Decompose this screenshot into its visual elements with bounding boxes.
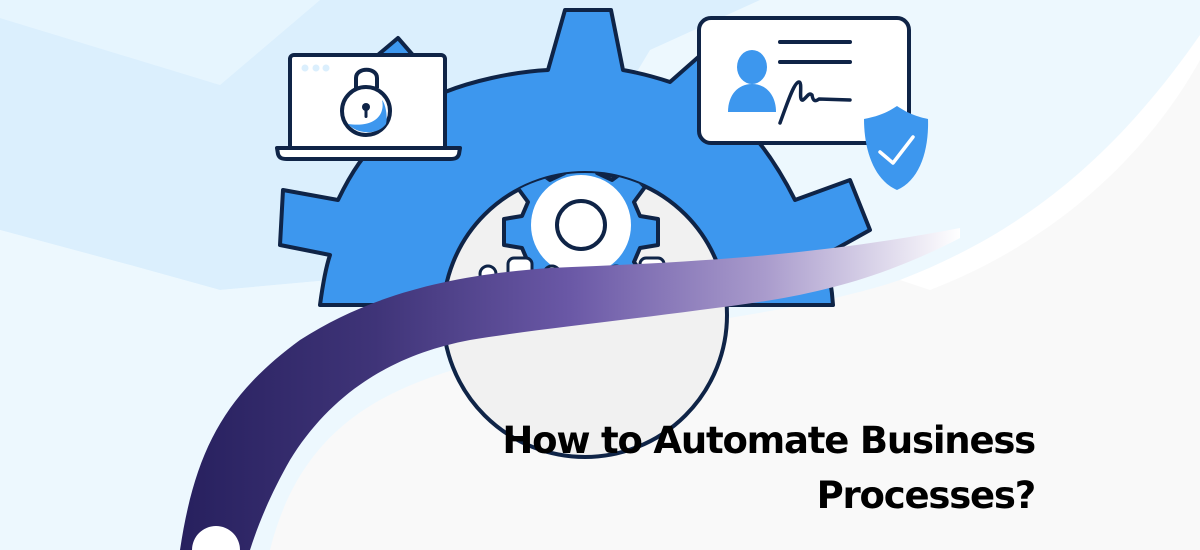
- window-dot: [301, 64, 309, 72]
- swoosh-dot: [192, 526, 240, 550]
- page-title: How to Automate Business Processes?: [502, 413, 1037, 523]
- lock-icon: [340, 67, 392, 137]
- window-dot: [322, 64, 330, 72]
- signature-icon: [778, 80, 852, 125]
- window-dot: [312, 64, 320, 72]
- laptop-icon: [275, 53, 462, 161]
- user-icon: [728, 50, 776, 112]
- shield-check-icon: [864, 106, 929, 190]
- title-line-1: How to Automate Business: [502, 418, 1036, 462]
- title-line-2: Processes?: [816, 473, 1037, 517]
- purple-swoosh: [180, 228, 960, 550]
- id-card-icon: [697, 16, 911, 145]
